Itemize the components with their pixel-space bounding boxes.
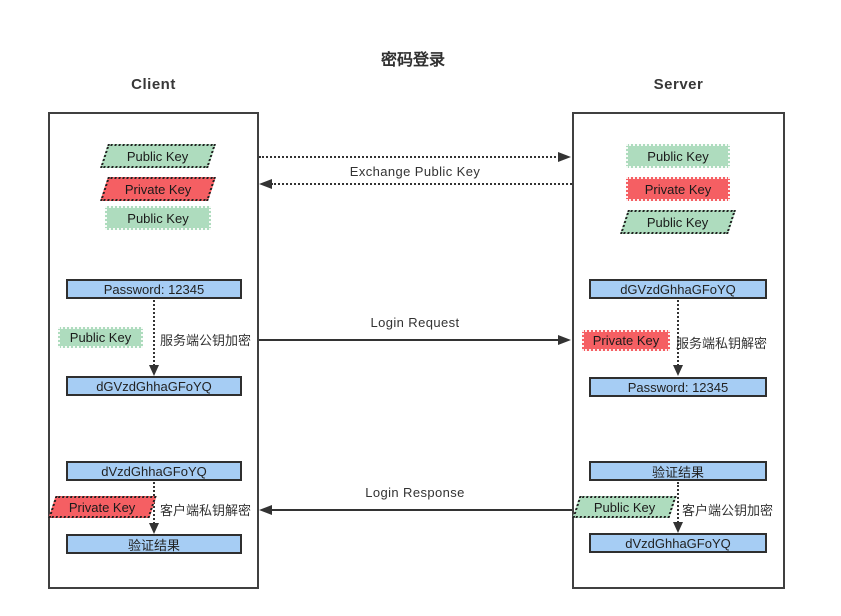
- client-decrypt-key-badge: Private Key: [48, 496, 157, 518]
- exchange-arrow-right-line: [259, 156, 560, 158]
- key-label: Public Key: [593, 499, 656, 515]
- server-encrypt-key-badge: Public Key: [572, 496, 677, 518]
- key-label: Public Key: [69, 330, 132, 345]
- exchange-label: Exchange Public Key: [349, 164, 481, 179]
- client-key-public-1: Public Key: [100, 144, 216, 168]
- key-label: Public Key: [127, 210, 189, 226]
- exchange-arrow-left-arrowhead-icon: [259, 179, 272, 189]
- key-label: Public Key: [647, 214, 709, 230]
- server-encrypt-arrow-line: [677, 482, 679, 523]
- client-response-cipher-box: dVzdGhhaGFoYQ: [66, 461, 242, 481]
- server-cipher-box: dGVzdGhhaGFoYQ: [589, 279, 767, 299]
- client-key-public-2: Public Key: [105, 206, 211, 230]
- client-key-private: Private Key: [100, 177, 216, 201]
- client-result-box: 验证结果: [66, 534, 242, 554]
- key-label: Private Key: [592, 333, 660, 348]
- server-decrypt-key-badge: Private Key: [582, 330, 670, 351]
- login-response-label: Login Response: [365, 485, 465, 500]
- server-decrypt-arrow-arrowhead-icon: [673, 365, 683, 376]
- client-password-box: Password: 12345: [66, 279, 242, 299]
- key-label: Private Key: [69, 499, 136, 515]
- server-decrypt-note: 服务端私钥解密: [676, 336, 768, 351]
- server-key-public-1: Public Key: [626, 144, 730, 168]
- key-label: Private Key: [124, 181, 192, 197]
- server-decrypt-arrow-line: [677, 300, 679, 366]
- exchange-arrow-right-arrowhead-icon: [558, 152, 571, 162]
- key-label: Public Key: [647, 148, 709, 164]
- client-encrypt-note: 服务端公钥加密: [160, 333, 252, 348]
- login-request-label: Login Request: [370, 315, 460, 330]
- client-encrypt-key-badge: Public Key: [58, 327, 143, 348]
- diagram-title: 密码登录: [380, 52, 445, 69]
- server-key-private: Private Key: [626, 177, 730, 201]
- exchange-arrow-left-line: [271, 183, 572, 185]
- client-decrypt-note: 客户端私钥解密: [160, 503, 252, 518]
- login-response-arrowhead-icon: [259, 505, 272, 515]
- server-heading: Server: [653, 76, 704, 93]
- client-encrypt-arrow-arrowhead-icon: [149, 365, 159, 376]
- server-key-public-2: Public Key: [620, 210, 736, 234]
- login-response-arrow-line: [271, 509, 572, 511]
- server-response-cipher-box: dVzdGhhaGFoYQ: [589, 533, 767, 553]
- server-encrypt-arrow-arrowhead-icon: [673, 522, 683, 533]
- server-result-box: 验证结果: [589, 461, 767, 481]
- client-encrypt-arrow-line: [153, 300, 155, 366]
- server-encrypt-note: 客户端公钥加密: [682, 503, 774, 518]
- client-cipher-box: dGVzdGhhaGFoYQ: [66, 376, 242, 396]
- server-password-box: Password: 12345: [589, 377, 767, 397]
- key-label: Public Key: [127, 148, 189, 164]
- client-decrypt-arrow-arrowhead-icon: [149, 523, 159, 534]
- login-request-arrowhead-icon: [558, 335, 571, 345]
- key-label: Private Key: [644, 181, 712, 197]
- client-heading: Client: [131, 76, 176, 93]
- login-request-arrow-line: [259, 339, 560, 341]
